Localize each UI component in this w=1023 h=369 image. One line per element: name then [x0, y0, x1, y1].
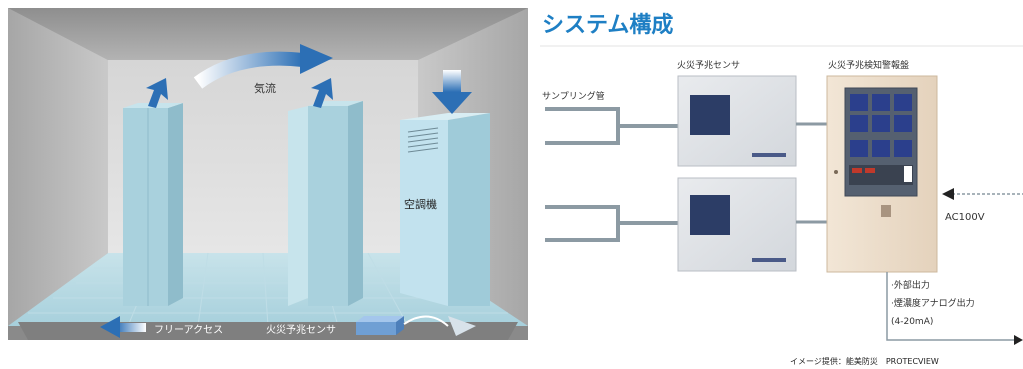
output-arrow-icon: [1014, 335, 1023, 345]
output-line-1: ·外部出力: [891, 279, 930, 291]
diagram-title: システム構成: [542, 12, 673, 38]
airflow-arrow-icon: [193, 44, 333, 89]
free-access-label: フリーアクセス: [154, 324, 223, 336]
server-rack-2: [288, 101, 363, 306]
system-diagram: システム構成 サンプリング管 火災予兆センサ 火災予兆検知警報盤: [540, 0, 1023, 366]
panel-label: 火災予兆検知警報盤: [828, 59, 909, 71]
left-arrow-icon: [100, 316, 146, 338]
output-line-2: ·煙濃度アナログ出力: [891, 297, 975, 309]
floor-sensor-label: 火災予兆センサ: [266, 324, 336, 336]
power-input-arrow-icon: [942, 188, 954, 200]
airflow-label: 気流: [254, 81, 276, 95]
image-credit: イメージ提供：能美防災 PROTECVIEW: [790, 356, 939, 365]
air-conditioner: [400, 113, 490, 306]
up-arrow-icon: [311, 78, 333, 108]
fire-sensor-unit-2: [677, 177, 797, 272]
sampling-pipe-upper: [545, 107, 678, 145]
sampling-pipe-label: サンプリング管: [542, 90, 605, 102]
fire-alarm-panel: [826, 75, 938, 273]
up-arrow-icon: [146, 78, 168, 108]
server-rack-1: [123, 103, 183, 306]
sampling-pipe-lower: [545, 205, 678, 242]
server-room-illustration: 気流 空調機 フリーアクセス 火災予兆センサ: [8, 8, 528, 340]
power-label: AC100V: [945, 212, 985, 223]
floor-sensor-device: [356, 315, 476, 336]
aircon-label: 空調機: [404, 197, 437, 211]
sensor-label: 火災予兆センサ: [677, 60, 740, 71]
fire-sensor-unit-1: [677, 75, 797, 167]
output-line-3: (4-20mA): [891, 317, 933, 327]
down-arrow-icon: [432, 70, 472, 114]
